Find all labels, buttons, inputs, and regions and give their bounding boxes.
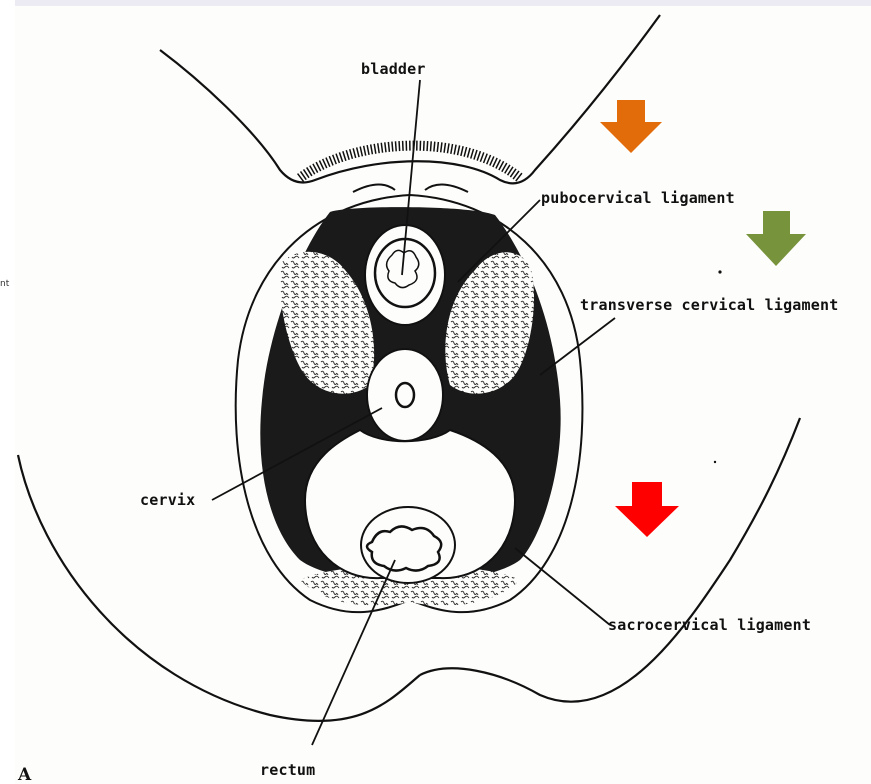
cervix-label: cervix (140, 491, 195, 509)
upper-contour (160, 15, 660, 183)
sacrocervical-label: sacrocervical ligament (608, 616, 811, 634)
green-arrow (746, 211, 806, 266)
orange-arrow (600, 100, 662, 153)
rectum-label: rectum (260, 761, 315, 779)
left-edge-strip: nt (0, 0, 15, 784)
sacrocervical-leader (515, 548, 610, 625)
rectum-lumen (367, 526, 441, 570)
cervical-os (396, 383, 414, 407)
stray-dot (714, 461, 716, 463)
diagram-panel: bladder pubocervical ligament transverse… (15, 6, 871, 784)
figure-letter: A (17, 765, 32, 784)
red-arrow (615, 482, 679, 537)
cropped-label-fragment: nt (0, 279, 10, 289)
bladder-label: bladder (361, 60, 426, 78)
transverse-label: transverse cervical ligament (580, 296, 838, 314)
pubocervical-label: pubocervical ligament (541, 189, 735, 207)
pelvic-ligament-diagram: bladder pubocervical ligament transverse… (15, 6, 871, 784)
stray-dot (718, 270, 721, 273)
